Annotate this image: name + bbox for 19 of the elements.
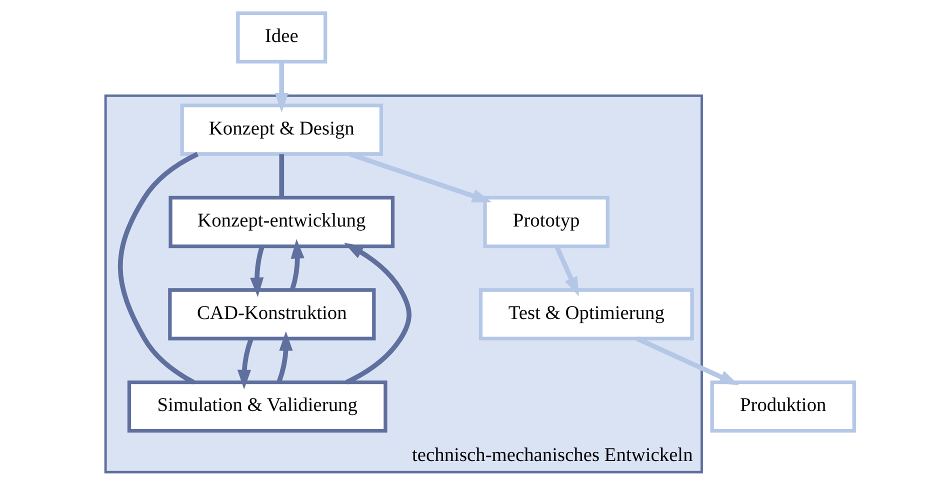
- arrow: [276, 331, 292, 383]
- arrow: [250, 246, 264, 298]
- connector: [278, 154, 284, 198]
- arrow: [289, 239, 304, 290]
- arrow: [554, 245, 578, 296]
- node-box: Idee: [236, 11, 327, 64]
- node-box: Konzept & Design: [180, 104, 383, 156]
- node-box: Prototyp: [482, 196, 609, 248]
- arrow: [236, 338, 253, 390]
- arrow: [636, 336, 738, 386]
- node-box: Test & Optimierung: [478, 288, 694, 340]
- node-box: Konzept-entwicklung: [168, 196, 394, 248]
- node-box: Produktion: [710, 380, 856, 433]
- connector: [117, 152, 198, 384]
- arrow: [274, 62, 288, 112]
- node-box: Simulation & Validierung: [126, 380, 387, 433]
- arrow: [348, 152, 492, 202]
- node-box: CAD-Konstruktion: [168, 288, 376, 340]
- arrow: [344, 242, 411, 384]
